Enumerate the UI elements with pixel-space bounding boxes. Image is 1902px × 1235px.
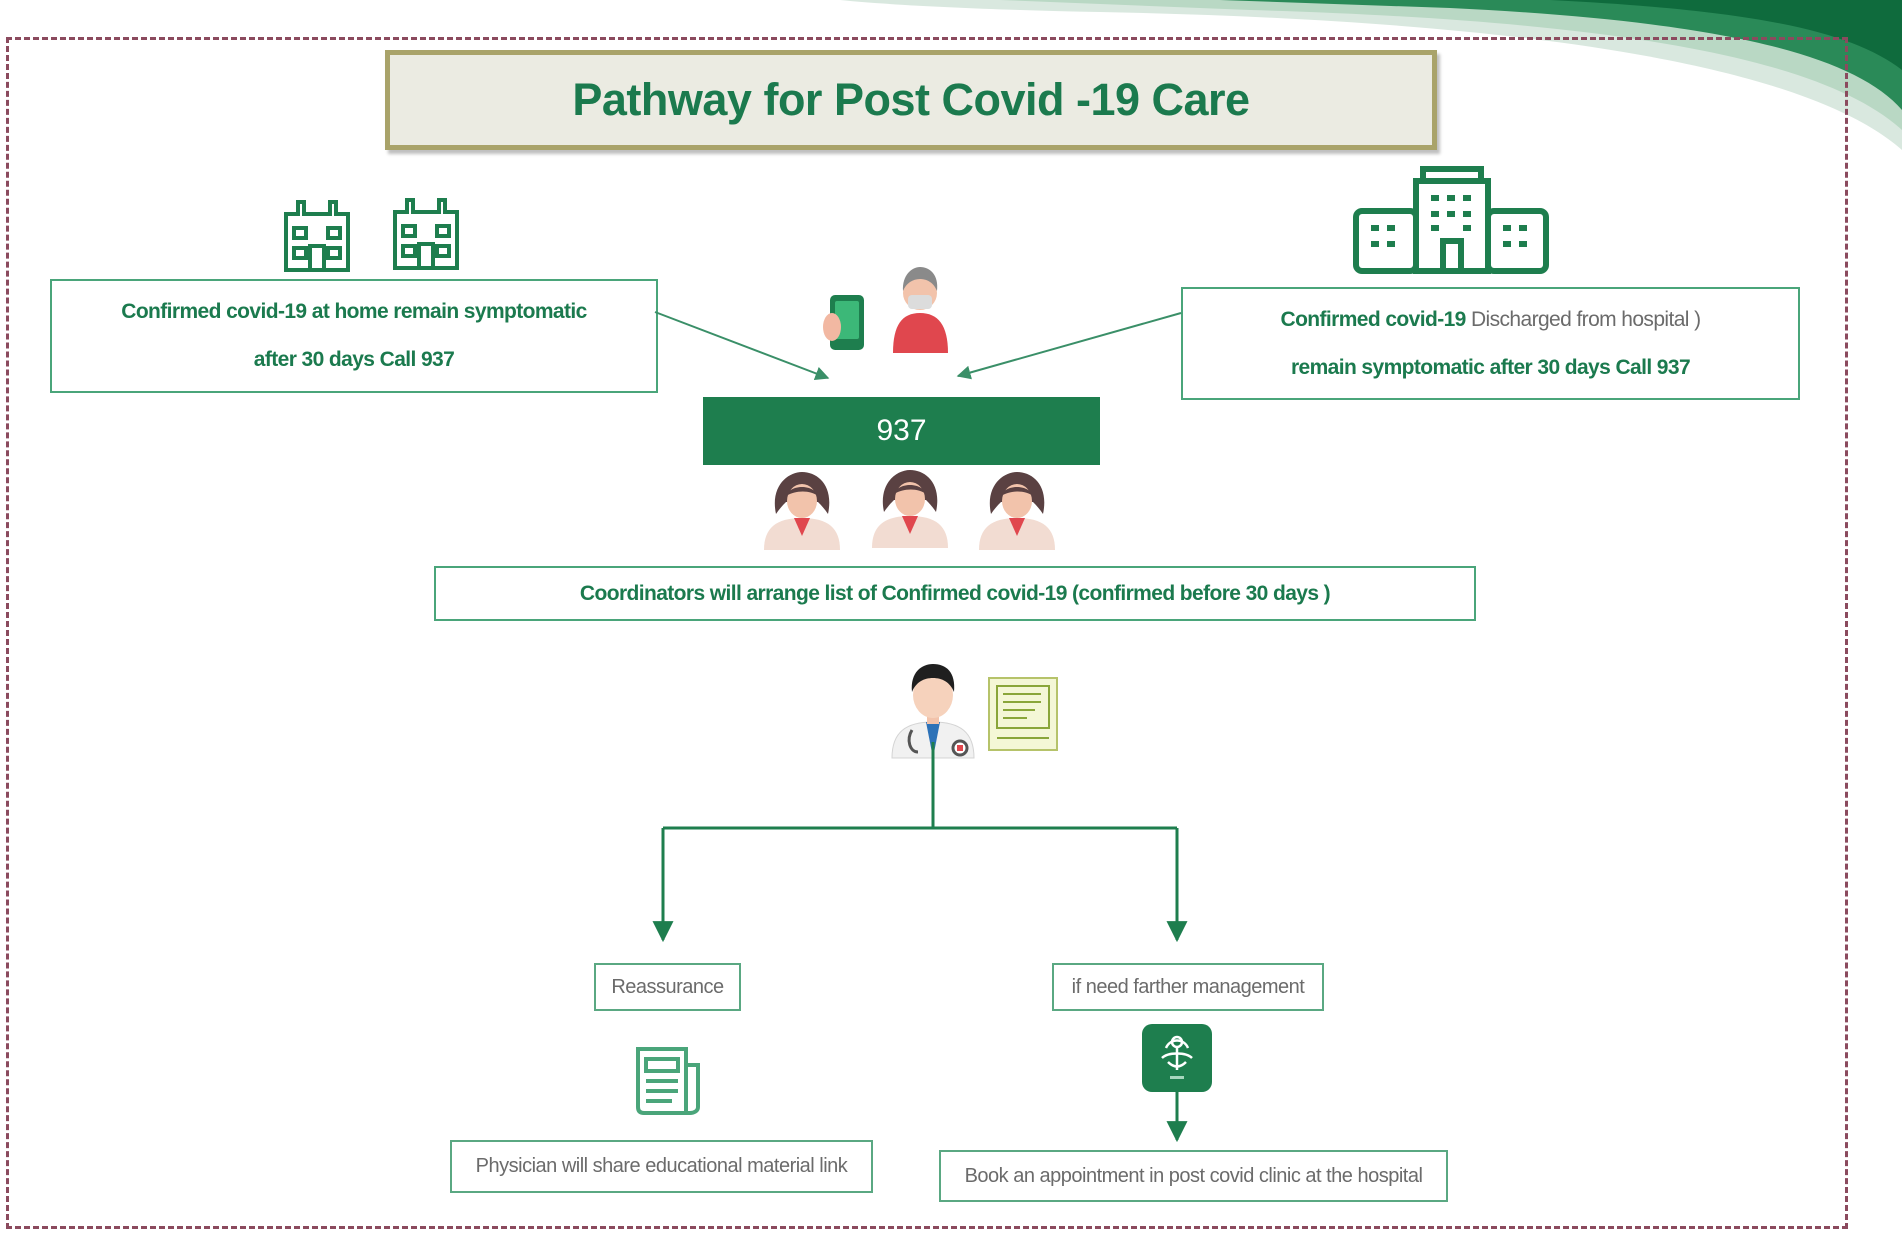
operator-icon [764, 472, 840, 550]
title-box: Pathway for Post Covid -19 Care [385, 50, 1437, 150]
hospital-case-line1: Confirmed covid-19 Discharged from hospi… [1280, 296, 1702, 344]
operator-icon [872, 470, 948, 548]
diagram-frame [6, 37, 1848, 1229]
reassurance-label: Reassurance [611, 975, 724, 998]
diagram-title: Pathway for Post Covid -19 Care [572, 74, 1250, 125]
hotline-937-bar: 937 [703, 397, 1100, 465]
further-management-box: if need farther management [1052, 963, 1324, 1011]
hotline-number: 937 [876, 414, 927, 447]
coordinators-text: Coordinators will arrange list of Confir… [579, 581, 1331, 605]
coordinators-box: Coordinators will arrange list of Confir… [434, 566, 1476, 621]
educational-material-text: Physician will share educational materia… [475, 1155, 848, 1177]
home-case-line2: after 30 days Call 937 [253, 348, 455, 371]
home-case-line1: Confirmed covid-19 at home remain sympto… [121, 300, 587, 323]
hospital-case-box: Confirmed covid-19 Discharged from hospi… [1181, 287, 1800, 400]
hospital-case-line1-rest: Discharged from hospital ) [1465, 307, 1701, 331]
appointment-box: Book an appointment in post covid clinic… [939, 1150, 1448, 1202]
hospital-building-icon [1353, 166, 1549, 274]
document-icon [636, 1047, 700, 1115]
hospital-case-line2: remain symptomatic after 30 days Call 93… [1290, 355, 1691, 379]
educational-material-box: Physician will share educational materia… [450, 1140, 873, 1193]
operator-icon [979, 472, 1055, 550]
doctor-icon [891, 664, 975, 759]
app-logo-icon [1142, 1024, 1212, 1092]
home-case-box: Confirmed covid-19 at home remain sympto… [50, 279, 658, 393]
home-building-icon [284, 200, 350, 272]
home-building-icon [393, 198, 459, 270]
appointment-text: Book an appointment in post covid clinic… [964, 1164, 1423, 1187]
patient-phone-icon [823, 267, 948, 353]
reassurance-box: Reassurance [594, 963, 741, 1011]
hospital-case-line1-bold: Confirmed covid-19 [1280, 307, 1467, 331]
medical-record-icon [988, 677, 1058, 751]
further-management-label: if need farther management [1071, 975, 1305, 998]
